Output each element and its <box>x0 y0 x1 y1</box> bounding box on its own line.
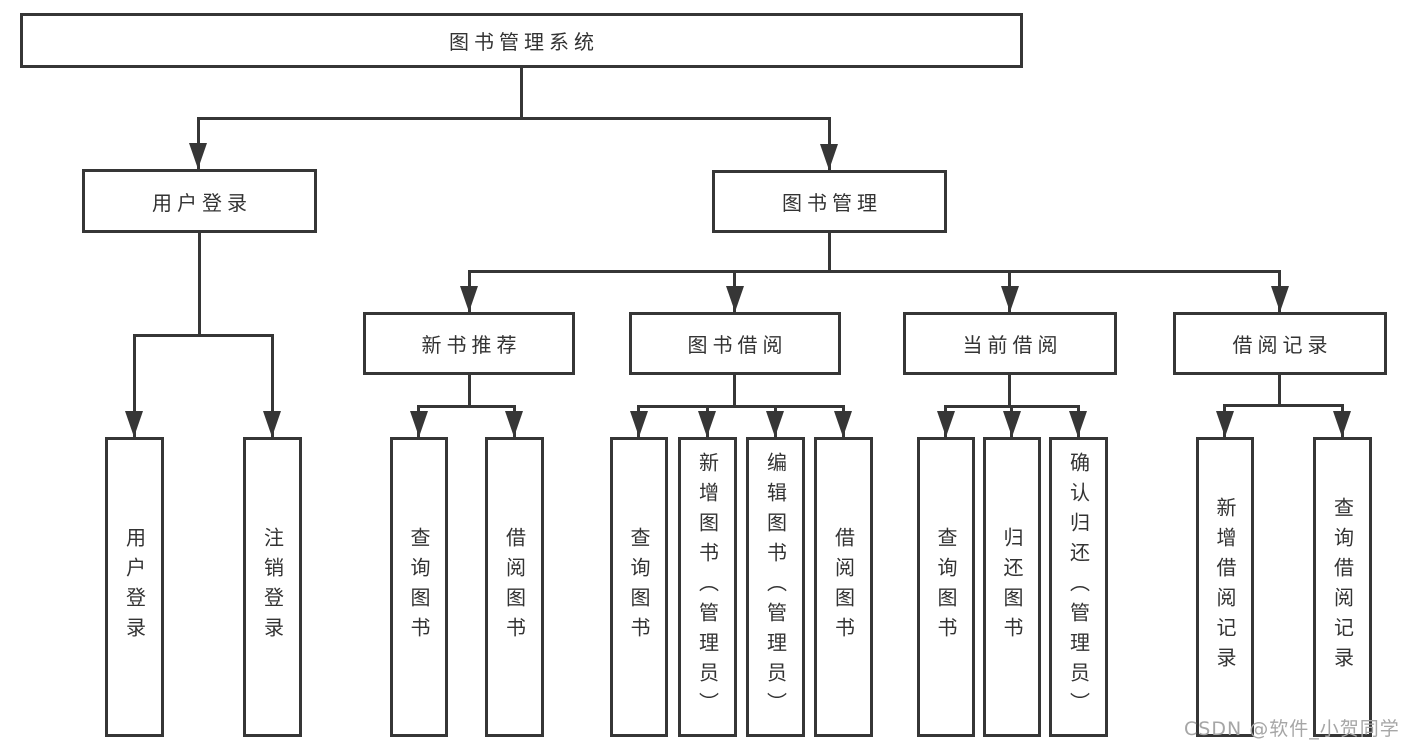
connector-line <box>1278 375 1281 406</box>
node-book-management: 图书管理 <box>712 170 947 233</box>
arrow-down-icon <box>460 286 478 312</box>
arrow-down-icon <box>505 411 523 437</box>
leaf-return-book: 归还图书 <box>983 437 1041 737</box>
arrow-down-icon <box>263 411 281 437</box>
leaf-add-borrow-record: 新增借阅记录 <box>1196 437 1254 737</box>
arrow-down-icon <box>937 411 955 437</box>
arrow-down-icon <box>189 143 207 169</box>
arrow-down-icon <box>1333 411 1351 437</box>
arrow-down-icon <box>766 411 784 437</box>
connector-line <box>1224 404 1344 407</box>
connector-line <box>133 334 136 437</box>
connector-line <box>468 270 1281 273</box>
leaf-query-books-borrow: 查询图书 <box>610 437 668 737</box>
arrow-down-icon <box>630 411 648 437</box>
connector-line <box>638 405 845 408</box>
arrow-down-icon <box>1069 411 1087 437</box>
leaf-query-books-recommend: 查询图书 <box>390 437 448 737</box>
connector-line <box>828 117 831 170</box>
leaf-query-borrow-record: 查询借阅记录 <box>1313 437 1372 737</box>
connector-line <box>520 68 523 119</box>
arrow-down-icon <box>1003 411 1021 437</box>
connector-line <box>1008 375 1011 407</box>
connector-line <box>197 117 830 120</box>
connector-line <box>418 405 516 408</box>
csdn-watermark: CSDN @软件_小贺同学 <box>1184 718 1400 740</box>
node-new-book-recommend: 新书推荐 <box>363 312 575 375</box>
leaf-user-login: 用户登录 <box>105 437 164 737</box>
arrow-down-icon <box>698 411 716 437</box>
leaf-edit-book-admin: 编辑图书（管理员） <box>746 437 805 737</box>
leaf-logout: 注销登录 <box>243 437 302 737</box>
connector-line <box>468 375 471 407</box>
node-library-system: 图书管理系统 <box>20 13 1023 68</box>
arrow-down-icon <box>726 286 744 312</box>
leaf-query-books-current: 查询图书 <box>917 437 975 737</box>
connector-line <box>828 233 831 273</box>
arrow-down-icon <box>410 411 428 437</box>
node-book-borrowing: 图书借阅 <box>629 312 841 375</box>
node-user-login: 用户登录 <box>82 169 317 233</box>
node-current-borrowing: 当前借阅 <box>903 312 1117 375</box>
connector-line <box>733 375 736 407</box>
node-borrow-records: 借阅记录 <box>1173 312 1387 375</box>
connector-line <box>271 334 274 437</box>
arrow-down-icon <box>1216 411 1234 437</box>
leaf-borrow-books: 借阅图书 <box>814 437 873 737</box>
leaf-confirm-return-admin: 确认归还（管理员） <box>1049 437 1108 737</box>
arrow-down-icon <box>1271 286 1289 312</box>
leaf-borrow-books-recommend: 借阅图书 <box>485 437 544 737</box>
connector-line <box>133 334 274 337</box>
arrow-down-icon <box>820 144 838 170</box>
arrow-down-icon <box>125 411 143 437</box>
leaf-add-book-admin: 新增图书（管理员） <box>678 437 737 737</box>
arrow-down-icon <box>834 411 852 437</box>
arrow-down-icon <box>1001 286 1019 312</box>
connector-line <box>198 233 201 337</box>
